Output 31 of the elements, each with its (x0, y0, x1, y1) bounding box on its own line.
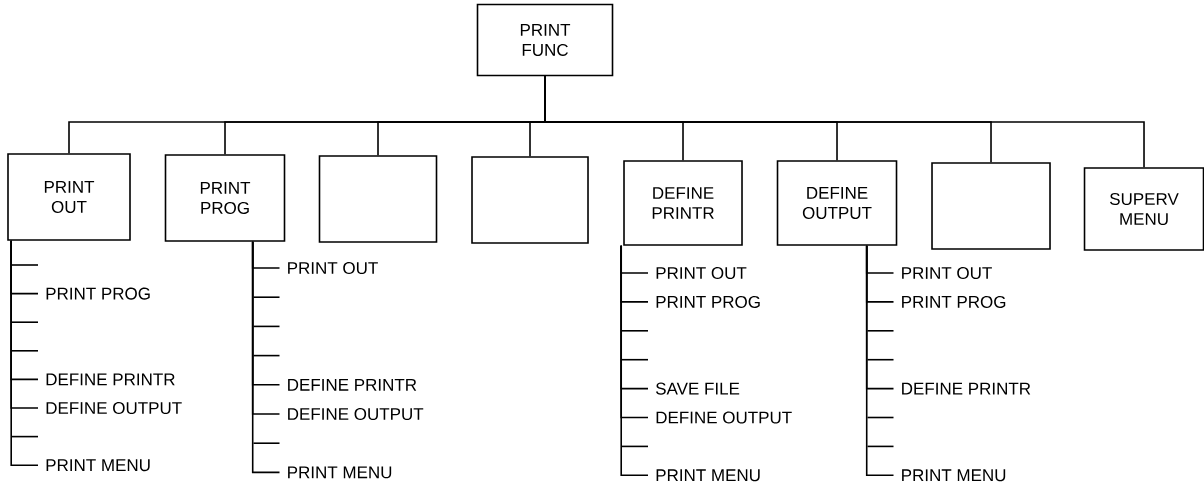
menu-item-label: PRINT PROG (46, 287, 150, 300)
menu-item-label: PRINT PROG (656, 295, 760, 308)
menu-box: DEFINE PRINTR (623, 160, 743, 246)
menu-item-label: DEFINE OUTPUT (46, 402, 182, 415)
connector-line (620, 245, 649, 477)
menu-box: PRINT OUT (7, 153, 131, 241)
menu-item-label: SAVE FILE (656, 382, 740, 395)
menu-item-label: PRINT MENU (902, 469, 1006, 482)
connector-line (251, 241, 281, 474)
connector-line (544, 75, 1145, 168)
empty-box (318, 155, 438, 243)
menu-item-label: PRINT OUT (656, 267, 747, 280)
menu-item-label: PRINT PROG (902, 295, 1006, 308)
connector-line (10, 240, 39, 466)
menu-box: DEFINE OUTPUT (776, 160, 898, 246)
menu-box: PRINT FUNC (476, 3, 614, 77)
menu-item-label: DEFINE PRINTR (902, 382, 1031, 395)
menu-item-label: PRINT MENU (288, 466, 392, 479)
connector-line (865, 245, 895, 477)
menu-item-label: PRINT MENU (46, 459, 150, 472)
empty-box (931, 162, 1051, 250)
menu-box: SUPERV MENU (1083, 167, 1204, 251)
empty-box (471, 156, 589, 244)
menu-item-label: DEFINE OUTPUT (656, 411, 792, 424)
menu-box: PRINT PROG (164, 154, 286, 242)
menu-item-label: PRINT MENU (656, 469, 760, 482)
menu-item-label: PRINT OUT (288, 262, 378, 275)
menu-item-label: DEFINE PRINTR (46, 373, 175, 386)
menu-item-label: PRINT OUT (902, 267, 992, 280)
menu-item-label: DEFINE PRINTR (288, 378, 417, 391)
menu-item-label: DEFINE OUTPUT (288, 408, 424, 421)
